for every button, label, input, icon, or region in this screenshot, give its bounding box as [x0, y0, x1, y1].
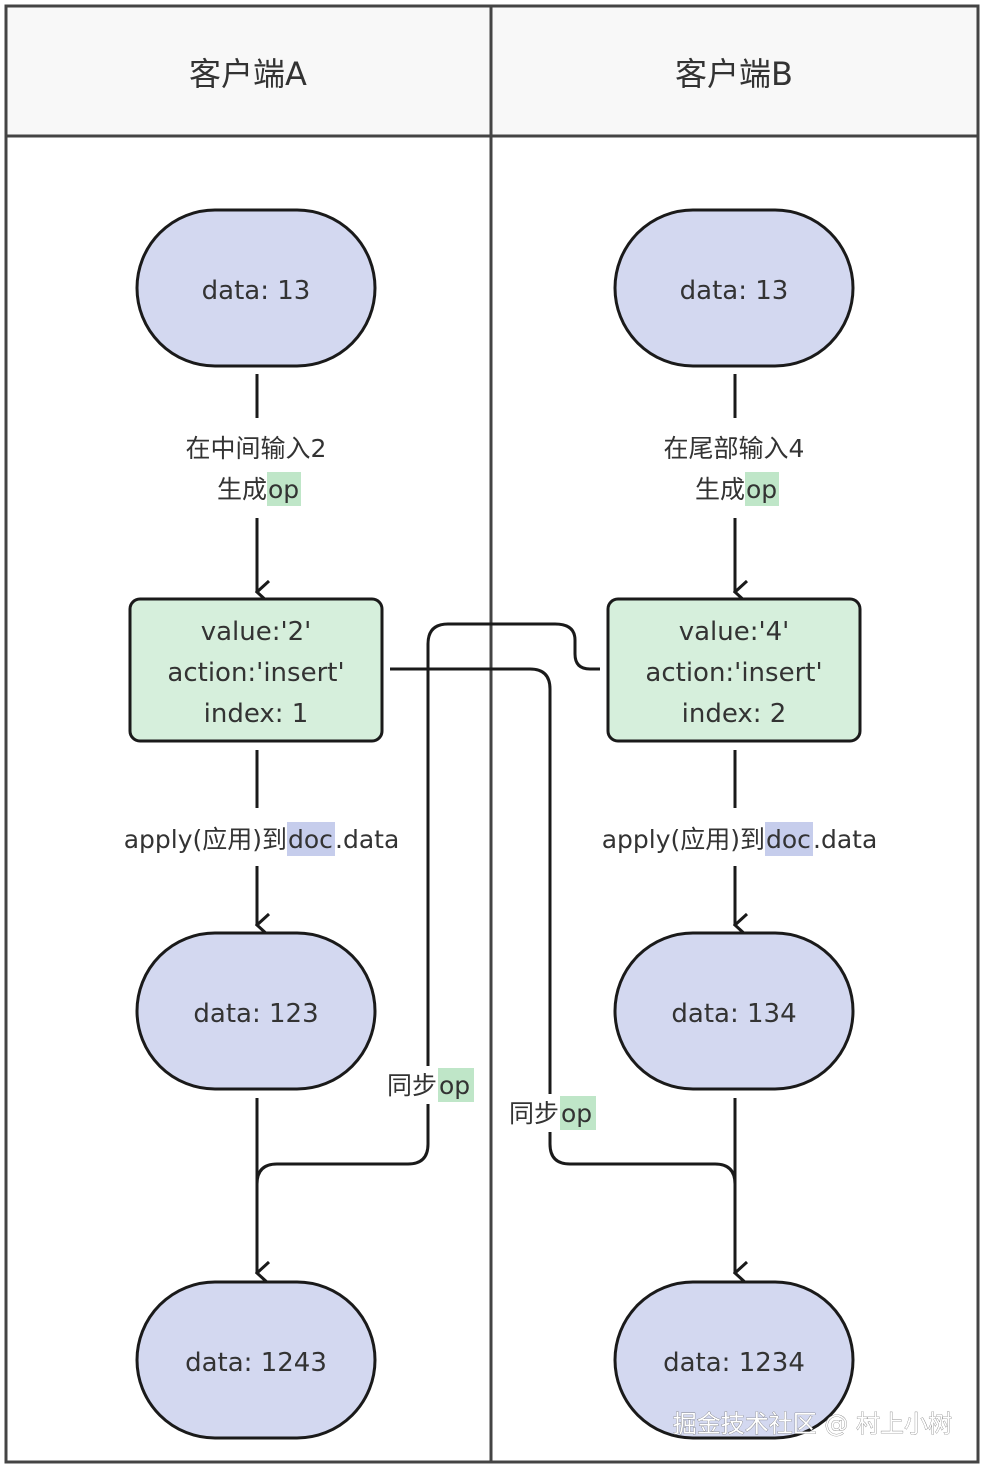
a-data-node-3-label: data: 1243 — [185, 1348, 327, 1378]
sync-to-b-op: op — [561, 1099, 592, 1128]
a-edge-1-label-line2-op: op — [268, 475, 299, 504]
b-data-node-3 — [613, 1280, 855, 1440]
sync-to-b-op-highlight — [560, 1096, 596, 1130]
lane-b-title: 客户端B — [675, 55, 793, 93]
client-a-nodes: data: 13 value:'2' action:'insert' index… — [128, 208, 384, 1440]
a-doc-highlight — [287, 822, 335, 856]
b-op-value: value:'4' — [679, 617, 790, 647]
sync-to-a-prefix: 同步 — [387, 1071, 437, 1100]
a-edge-1-label-line1: 在中间输入2 — [186, 434, 327, 463]
b-edge-1-label-line2-prefix: 生成 — [695, 475, 745, 504]
lane-a-header — [4, 4, 493, 138]
a-data-node-2 — [135, 931, 377, 1091]
b-data-node-3-label: data: 1234 — [663, 1348, 805, 1378]
b-apply-label-doc: doc — [766, 825, 811, 854]
sync-b-to-a-path — [255, 622, 600, 1185]
a-op-highlight — [267, 472, 301, 506]
b-doc-highlight — [765, 822, 813, 856]
b-op-index: index: 2 — [682, 699, 787, 729]
sync-to-a-op: op — [439, 1071, 470, 1100]
lane-b-header — [489, 4, 980, 138]
a-op-value: value:'2' — [201, 617, 312, 647]
watermark: 掘金技术社区 @ 村上小树 — [673, 1410, 952, 1438]
b-op-node — [606, 597, 862, 743]
client-b-nodes: data: 13 value:'4' action:'insert' index… — [606, 208, 862, 1440]
client-a-edge-labels: 在中间输入2 生成 op apply(应用)到 doc .data — [124, 434, 399, 856]
b-data-node-1 — [613, 208, 855, 368]
a-apply-label-suffix: .data — [335, 825, 399, 854]
b-apply-label-suffix: .data — [813, 825, 877, 854]
b-edge-1-label-line1: 在尾部输入4 — [664, 434, 805, 463]
sync-to-a-op-highlight — [438, 1068, 474, 1102]
a-edge-1-label-line2-prefix: 生成 — [217, 475, 267, 504]
b-op-highlight — [745, 472, 779, 506]
b-edge-1-label-line2-op: op — [746, 475, 777, 504]
sync-to-b-prefix: 同步 — [509, 1099, 559, 1128]
lane-a-title: 客户端A — [189, 55, 307, 93]
a-op-action: action:'insert' — [167, 658, 344, 688]
client-b-edge-labels: 在尾部输入4 生成 op apply(应用)到 doc .data — [602, 434, 877, 856]
b-data-node-1-label: data: 13 — [680, 276, 789, 306]
a-op-index: index: 1 — [204, 699, 309, 729]
b-apply-label-prefix: apply(应用)到 — [602, 825, 765, 854]
a-data-node-2-label: data: 123 — [193, 999, 318, 1029]
sync-labels: 同步 op 同步 op — [382, 1066, 597, 1132]
b-data-node-2 — [613, 931, 855, 1091]
b-data-node-2-label: data: 134 — [671, 999, 796, 1029]
a-op-node — [128, 597, 384, 743]
sync-edges — [255, 622, 737, 1185]
a-data-node-3 — [135, 1280, 377, 1440]
a-apply-label-doc: doc — [288, 825, 333, 854]
a-data-node-1-label: data: 13 — [202, 276, 311, 306]
a-data-node-1 — [135, 208, 377, 368]
a-apply-label-prefix: apply(应用)到 — [124, 825, 287, 854]
sync-a-to-b-path — [390, 667, 737, 1185]
b-op-action: action:'insert' — [645, 658, 822, 688]
